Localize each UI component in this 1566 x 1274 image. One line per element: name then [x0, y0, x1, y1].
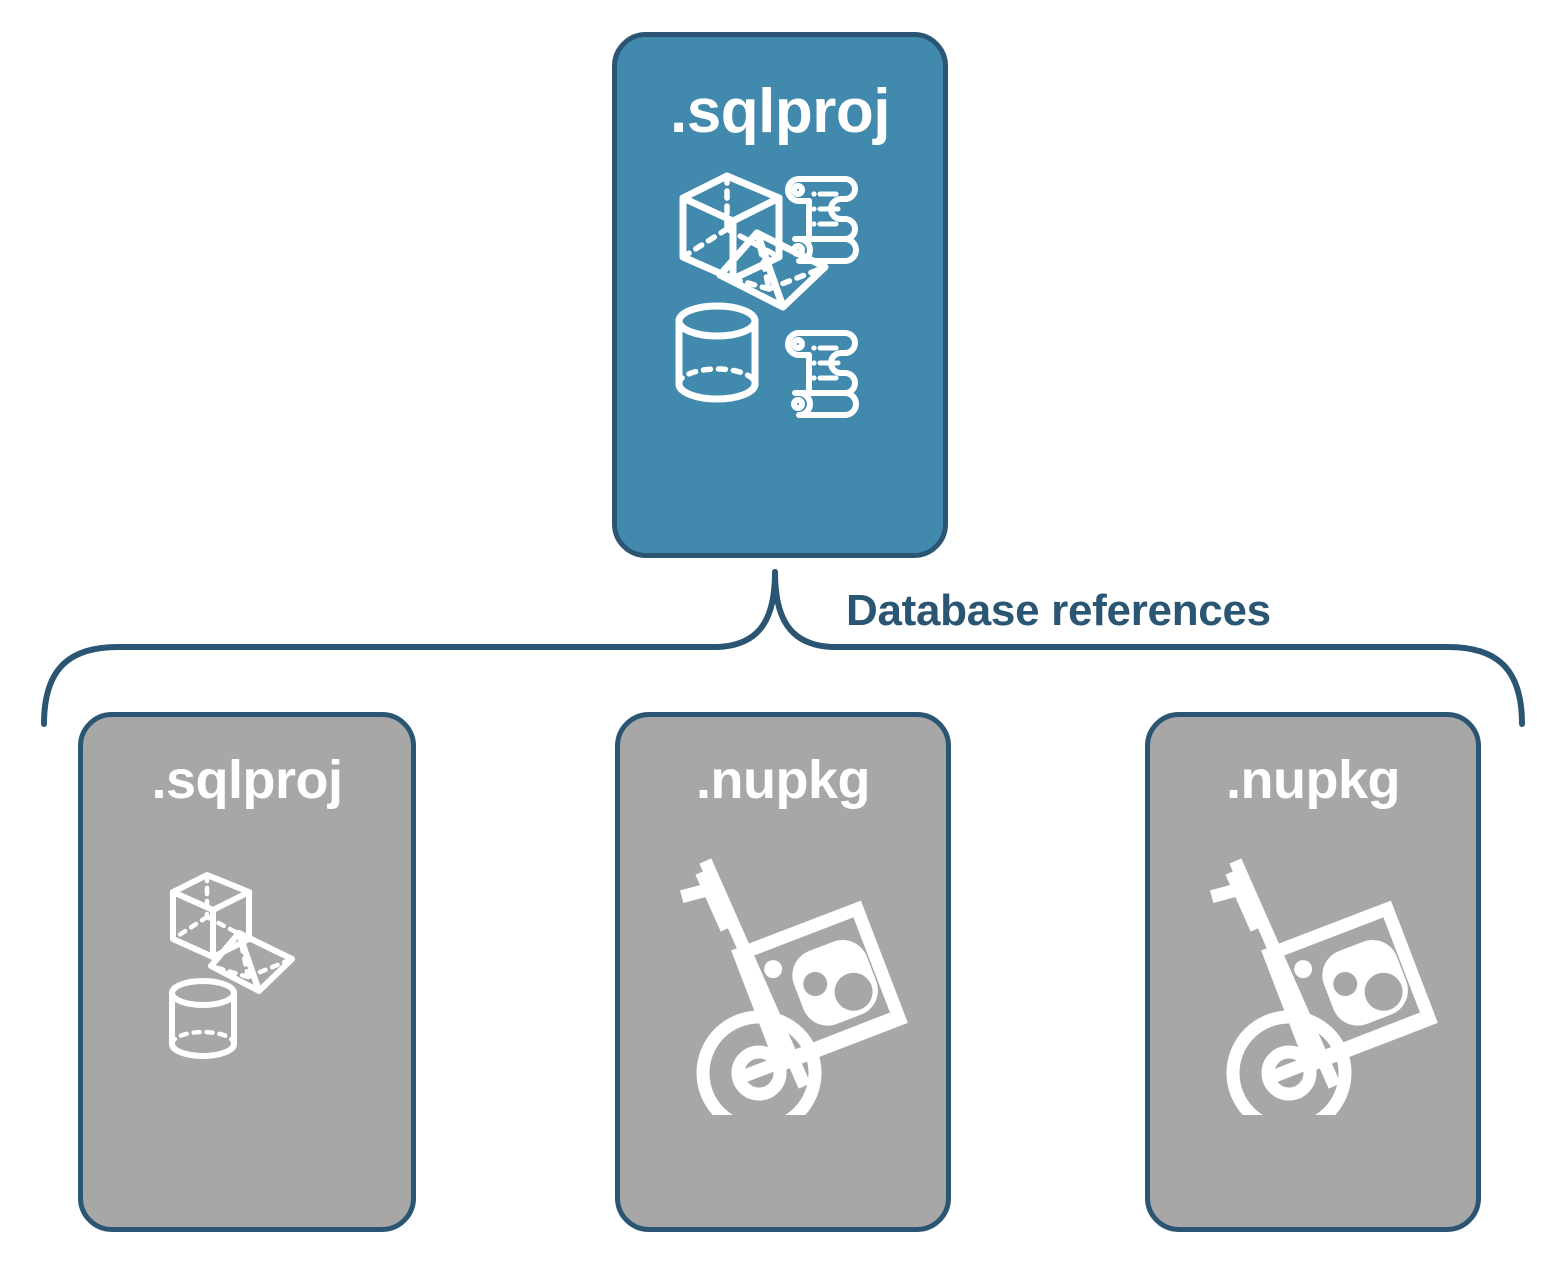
scroll-icon: [785, 330, 859, 418]
node-label-reference-sqlproj: .sqlproj: [151, 750, 343, 810]
cylinder-icon: [169, 978, 237, 1059]
hand-truck-package-icon: [680, 858, 908, 1115]
node-label-reference-nupkg-2: .nupkg: [1226, 750, 1400, 810]
pyramid-icon: [208, 930, 295, 994]
hand-truck-package-icon: [1210, 858, 1438, 1115]
node-label-sqlproj-root: .sqlproj: [670, 77, 890, 146]
icon-cluster-database-objects: [617, 143, 943, 553]
cube-icon: [170, 872, 252, 960]
icon-cluster-package: [620, 807, 946, 1227]
nuget-package-box: [731, 900, 908, 1073]
icon-cluster-package: [1150, 807, 1476, 1227]
node-reference-nupkg-1[interactable]: .nupkg: [615, 712, 951, 1232]
nuget-package-box: [1261, 900, 1438, 1073]
scroll-icon: [785, 176, 859, 264]
node-label-reference-nupkg-1: .nupkg: [696, 750, 870, 810]
database-objects-icons: [675, 172, 859, 418]
icon-cluster-database-objects: [83, 807, 411, 1227]
node-reference-sqlproj[interactable]: .sqlproj: [78, 712, 416, 1232]
node-reference-nupkg-2[interactable]: .nupkg: [1145, 712, 1481, 1232]
node-sqlproj-root[interactable]: .sqlproj: [612, 32, 948, 558]
database-objects-icons: [169, 872, 295, 1059]
cube-icon: [679, 172, 783, 283]
cylinder-icon: [675, 302, 759, 403]
connector-label-database-references: Database references: [846, 586, 1271, 635]
